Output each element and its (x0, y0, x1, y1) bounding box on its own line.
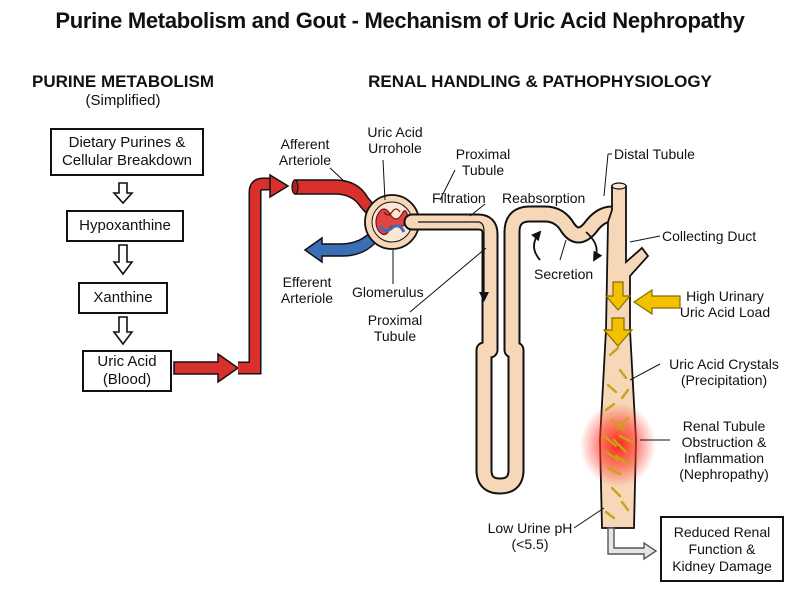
uric-acid-urrohole-label: Uric Acid Urrohole (362, 124, 428, 156)
obstruction-line2: Obstruction & (681, 434, 767, 450)
low-ph-line2: (<5.5) (511, 536, 549, 552)
step-uric-acid-line1: Uric Acid (97, 353, 157, 370)
leader-lines (329, 153, 670, 529)
afferent-line1: Afferent (280, 136, 330, 152)
nephron-tubule (403, 205, 621, 495)
step-dietary-purines-line1: Dietary Purines & (68, 134, 186, 151)
low-urine-ph-label: Low Urine pH (<5.5) (480, 520, 580, 552)
high-urinary-label: High Urinary Uric Acid Load (672, 288, 778, 320)
purine-metabolism-subheading: (Simplified) (85, 92, 161, 109)
flow-arrow-1 (112, 182, 134, 205)
step-uric-acid-line2: (Blood) (102, 371, 152, 388)
obstruction-line3: Inflammation (683, 450, 765, 466)
glomerulus-label: Glomerulus (352, 284, 424, 300)
purine-metabolism-heading: PURINE METABOLISM (Simplified) (18, 72, 228, 109)
step-hypoxanthine-label: Hypoxanthine (79, 217, 171, 234)
reabsorption-arrows (530, 230, 603, 262)
uric-acid-crystals (602, 346, 634, 520)
renal-handling-heading: RENAL HANDLING & PATHOPHYSIOLOGY (368, 72, 712, 91)
flow-arrow-3 (112, 316, 134, 346)
step-uric-acid-blood: Uric Acid (Blood) (82, 350, 172, 392)
efferent-line1: Efferent (282, 274, 332, 290)
outcome-box: Reduced Renal Function & Kidney Damage (660, 516, 784, 582)
outcome-line3: Kidney Damage (672, 557, 772, 574)
afferent-arteriole-label: Afferent Arteriole (272, 136, 338, 168)
step-dietary-purines-line2: Cellular Breakdown (61, 152, 193, 169)
low-ph-line1: Low Urine pH (487, 520, 573, 536)
collecting-duct-label: Collecting Duct (662, 228, 757, 244)
page-title: Purine Metabolism and Gout - Mechanism o… (55, 8, 745, 33)
proximal-tubule-bottom-label: Proximal Tubule (362, 312, 428, 344)
proximal-top-line2: Tubule (461, 162, 505, 178)
proximal-tubule-top-label: Proximal Tubule (450, 146, 516, 178)
distal-tubule-label: Distal Tubule (614, 146, 695, 162)
proximal-bottom-line2: Tubule (373, 328, 417, 344)
blood-flow-arrow (173, 173, 290, 384)
step-xanthine: Xanthine (78, 282, 168, 314)
filtration-label: Filtration (432, 190, 486, 206)
flow-arrow-2 (112, 244, 134, 276)
proximal-bottom-line1: Proximal (367, 312, 423, 328)
outcome-line2: Function & (688, 540, 756, 557)
obstruction-line4: (Nephropathy) (679, 466, 769, 482)
efferent-arteriole-label: Efferent Arteriole (272, 274, 342, 306)
reabsorption-label: Reabsorption (502, 190, 586, 206)
outcome-arrow (607, 527, 658, 561)
step-hypoxanthine: Hypoxanthine (66, 210, 184, 242)
efferent-line2: Arteriole (280, 290, 334, 306)
efferent-arteriole (303, 225, 388, 264)
afferent-line2: Arteriole (278, 152, 332, 168)
crystals-line2: (Precipitation) (680, 372, 768, 388)
crystals-label: Uric Acid Crystals (Precipitation) (662, 356, 786, 388)
obstruction-label: Renal Tubule Obstruction & Inflammation … (668, 418, 780, 482)
crystals-line1: Uric Acid Crystals (669, 356, 779, 372)
glomerulus (364, 194, 420, 250)
urrohole-line2: Urrohole (368, 140, 422, 156)
proximal-top-line1: Proximal (455, 146, 511, 162)
obstruction-line1: Renal Tubule (682, 418, 766, 434)
outcome-line1: Reduced Renal (673, 523, 771, 540)
urrohole-line1: Uric Acid (367, 124, 423, 140)
high-urinary-arrows (602, 281, 681, 347)
purine-metabolism-heading-text: PURINE METABOLISM (32, 72, 214, 91)
high-urinary-line2: Uric Acid Load (679, 304, 771, 320)
high-urinary-line1: High Urinary (686, 288, 764, 304)
secretion-label: Secretion (534, 266, 594, 282)
step-xanthine-label: Xanthine (93, 289, 153, 306)
step-dietary-purines: Dietary Purines & Cellular Breakdown (50, 128, 204, 176)
